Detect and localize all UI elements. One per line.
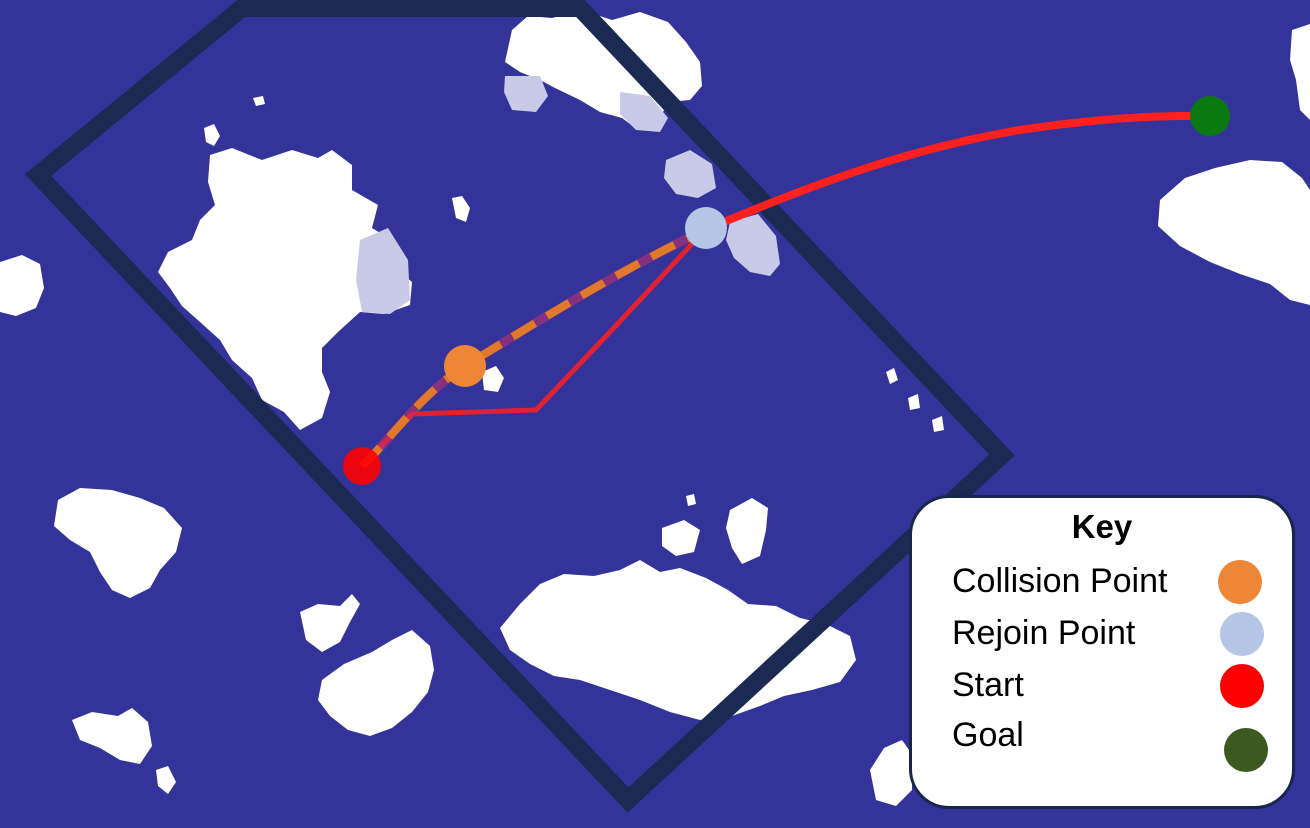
islet-m [482,366,504,392]
legend-label: Goal [952,716,1024,754]
legend-label: Collision Point [952,562,1168,600]
collision-path-dashed [359,226,707,469]
shaded-land-top-right [620,92,668,132]
rejoin-point [685,207,727,249]
islet-k [908,394,920,410]
islet-g [662,520,700,556]
island-large-upper-left [158,148,412,430]
islet-c [452,196,470,222]
sensor-frame [24,0,1015,813]
light-blue-circle-icon [1220,612,1264,656]
island-right [1158,160,1310,305]
islet-e [72,708,152,764]
legend-item-collision-point: Collision Point [952,560,1272,604]
islet-b [253,96,265,106]
legend-item-goal: Goal [952,714,1272,772]
shaded-land-left [356,228,410,314]
island-lower-center-left [318,630,434,736]
goal-point [1190,96,1230,136]
islet-f [156,766,176,794]
islet-i [686,494,696,506]
legend: Key Collision Point Rejoin Point Start G… [909,495,1295,809]
island-left-edge [0,255,44,316]
start-point [343,447,381,485]
island-lower-right [870,740,912,806]
orange-circle-icon [1218,560,1262,604]
legend-item-rejoin-point: Rejoin Point [952,612,1272,656]
shaded-land-right [726,214,780,276]
shaded-land-top [504,76,548,112]
islet-l [932,416,944,432]
shaded-land [356,76,780,314]
collision-point [444,345,486,387]
legend-label: Rejoin Point [952,614,1136,652]
islet-j [886,368,898,384]
dark-green-circle-icon [1224,728,1268,772]
red-circle-icon [1220,664,1264,708]
islet-d [300,594,360,652]
legend-label: Start [952,666,1024,704]
island-top-right [1290,24,1310,120]
legend-item-start: Start [952,664,1272,708]
global-path [701,111,1214,234]
island-lower-left [54,488,182,598]
islet-h [726,498,768,564]
legend-title: Key [1071,508,1133,545]
islet-a [204,124,220,146]
shaded-land-middle [664,150,716,198]
